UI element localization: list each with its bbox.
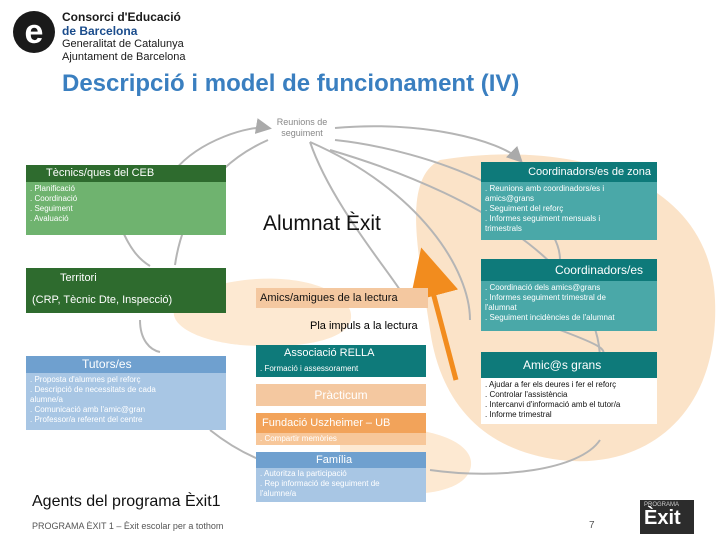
org-name-line2: de Barcelona	[62, 24, 138, 38]
coordinadors-zona-title: Coordinadors/es de zona	[481, 162, 657, 182]
consorci-logo-icon: e	[13, 11, 55, 53]
page-number: 7	[589, 520, 595, 531]
amic-grans-item: . Informe trimestral	[485, 410, 552, 419]
coordinadors-item: . Informes seguiment trimestral de	[485, 293, 606, 302]
familia-box: Família . Autoritza la participació . Re…	[256, 452, 426, 502]
coordinadors-zona-item: amics@grans	[485, 194, 535, 203]
amic-grans-body: . Ajudar a fer els deures i fer el refor…	[481, 378, 657, 424]
rella-item: . Formació i assessorament	[256, 362, 426, 377]
tutors-box: Tutors/es . Proposta d'alumnes pel refor…	[26, 356, 226, 430]
coordinadors-item: l'alumnat	[485, 303, 517, 312]
practicum-box: Pràcticum	[256, 384, 426, 406]
familia-item: . Autoritza la participació	[260, 469, 347, 478]
amic-grans-title: Amic@s grans	[481, 352, 657, 378]
tutors-item: . Proposta d'alumnes pel reforç	[30, 375, 141, 384]
coordinadors-zona-body: . Reunions amb coordinadors/es i amics@g…	[481, 182, 657, 240]
coordinadors-zona-box: Coordinadors/es de zona . Reunions amb c…	[481, 162, 657, 240]
pla-lectura-label: Pla impuls a la lectura	[310, 320, 418, 332]
amics-lectura-box: Amics/amigues de la lectura	[256, 288, 428, 308]
coordinadors-zona-item: . Informes seguiment mensuals i	[485, 214, 601, 223]
tecnics-body: . Planificació . Coordinació . Seguiment…	[26, 182, 226, 235]
amic-grans-box: Amic@s grans . Ajudar a fer els deures i…	[481, 352, 657, 424]
exit-logo-text: Èxit	[644, 507, 681, 529]
agents-label: Agents del programa Èxit1	[32, 493, 221, 510]
coordinadors-body: . Coordinació dels amics@grans . Informe…	[481, 281, 657, 331]
uszheimer-item: . Compartir memòries	[256, 433, 426, 445]
coordinadors-item: . Coordinació dels amics@grans	[485, 283, 601, 292]
coordinadors-zona-item: . Seguiment del reforç	[485, 204, 564, 213]
tecnics-title: Tècnics/ques del CEB	[26, 165, 226, 182]
coordinadors-box: Coordinadors/es . Coordinació dels amics…	[481, 259, 657, 331]
coordinadors-zona-item: trimestrals	[485, 224, 522, 233]
familia-title: Família	[256, 452, 426, 468]
uszheimer-title: Fundació Uszheimer – UB	[256, 413, 426, 433]
exit-logo-icon: PROGRAMA Èxit	[640, 500, 694, 534]
rella-title: Associació RELLA	[256, 345, 426, 362]
familia-body: . Autoritza la participació . Rep inform…	[256, 468, 426, 502]
org-name-line3: Generalitat de Catalunya	[62, 38, 184, 50]
amic-grans-item: . Intercanvi d'informació amb el tutor/a	[485, 400, 621, 409]
tutors-item: alumne/a	[30, 395, 63, 404]
amic-grans-item: . Controlar l'assistència	[485, 390, 568, 399]
tutors-item: . Comunicació amb l'amic@gran	[30, 405, 146, 414]
rella-box: Associació RELLA . Formació i assessoram…	[256, 345, 426, 377]
coordinadors-item: . Seguiment incidències de l'alumnat	[485, 313, 615, 322]
exit-logo-small-text: PROGRAMA	[644, 502, 680, 508]
tecnics-box: Tècnics/ques del CEB . Planificació . Co…	[26, 165, 226, 235]
reunions-line1: Reunions de	[276, 117, 328, 127]
tecnics-item: . Coordinació	[30, 194, 78, 203]
org-name-line4: Ajuntament de Barcelona	[62, 51, 186, 63]
orange-arrow	[409, 247, 459, 381]
amic-grans-item: . Ajudar a fer els deures i fer el refor…	[485, 380, 617, 389]
territori-title: Territori	[26, 268, 226, 289]
tutors-title: Tutors/es	[26, 356, 226, 373]
logo-letter: e	[25, 13, 44, 51]
center-alumnat-label: Alumnat Èxit	[263, 212, 381, 235]
reunions-line2: seguiment	[281, 128, 323, 138]
tecnics-item: . Planificació	[30, 184, 75, 193]
org-name-line1: Consorci d'Educació	[62, 10, 181, 24]
territori-box: Territori (CRP, Tècnic Dte, Inspecció)	[26, 268, 226, 313]
tutors-body: . Proposta d'alumnes pel reforç . Descri…	[26, 373, 226, 430]
familia-item: . Rep informació de seguiment de	[260, 479, 380, 488]
footer-text: PROGRAMA ÈXIT 1 – Èxit escolar per a tot…	[32, 521, 224, 531]
tecnics-item: . Seguiment	[30, 204, 73, 213]
tutors-item: . Professor/a referent del centre	[30, 415, 143, 424]
uszheimer-box: Fundació Uszheimer – UB . Compartir memò…	[256, 413, 426, 445]
page-title: Descripció i model de funcionament (IV)	[62, 70, 520, 97]
coordinadors-zona-item: . Reunions amb coordinadors/es i	[485, 184, 605, 193]
coordinadors-title: Coordinadors/es	[481, 259, 657, 281]
familia-item: l'alumne/a	[260, 489, 297, 498]
reunions-label: Reunions de seguiment	[262, 117, 342, 139]
tecnics-item: . Avaluació	[30, 214, 69, 223]
territori-subtitle: (CRP, Tècnic Dte, Inspecció)	[26, 289, 226, 313]
tutors-item: . Descripció de necessitats de cada	[30, 385, 156, 394]
